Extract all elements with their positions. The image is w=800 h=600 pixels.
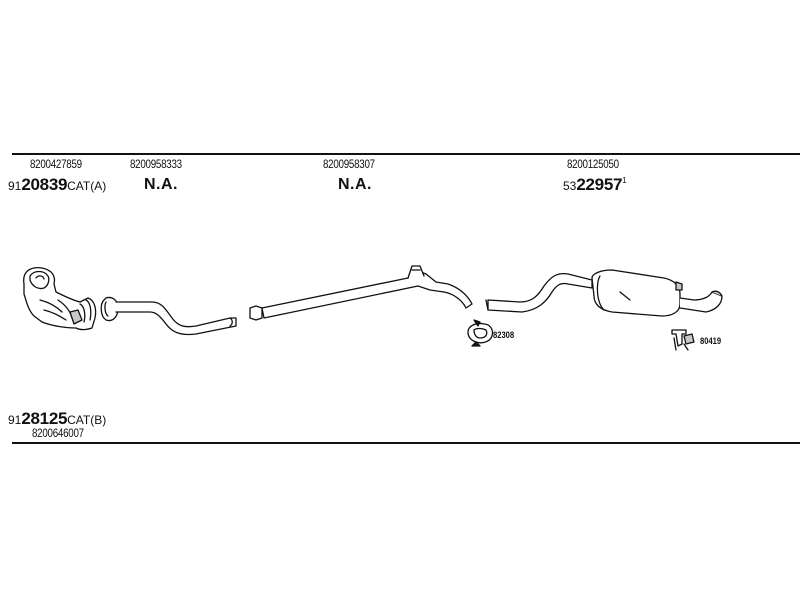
oem-number-1: 8200427859 <box>30 159 82 171</box>
part-number-1-prefix: 91 <box>8 179 22 193</box>
gasket-icon <box>467 319 494 347</box>
part-number-1-main: 20839 <box>21 175 68 194</box>
part-number-5-suffix: CAT(B) <box>67 413 107 427</box>
oem-number-2: 8200958333 <box>130 159 182 171</box>
bottom-divider-line <box>12 442 800 444</box>
part-number-4-main: 22957 <box>576 175 623 194</box>
hanger-icon <box>671 329 695 351</box>
catalytic-converter-part <box>23 266 97 331</box>
not-available-label-1: N.A. <box>144 176 178 193</box>
gasket-part-label: 82308 <box>493 330 515 341</box>
part-number-1-suffix: CAT(A) <box>67 179 107 193</box>
part-number-4-sup: 1 <box>622 176 627 185</box>
front-pipe-part <box>100 296 237 336</box>
oem-number-5: 8200646007 <box>32 428 84 440</box>
oem-number-4: 8200125050 <box>567 159 619 171</box>
not-available-label-2: N.A. <box>338 176 372 193</box>
top-divider-line <box>12 153 800 155</box>
hanger-part-label: 80419 <box>700 336 722 347</box>
part-number-5-main: 28125 <box>21 409 68 428</box>
rear-silencer-part <box>485 269 723 317</box>
part-number-5-prefix: 91 <box>8 413 22 427</box>
middle-pipe-part <box>249 265 473 321</box>
part-number-5: 9128125CAT(B) <box>8 410 106 427</box>
part-number-4-prefix: 53 <box>563 179 577 193</box>
oem-number-3: 8200958307 <box>323 159 375 171</box>
part-number-1: 9120839CAT(A) <box>8 176 106 193</box>
part-number-4: 53229571 <box>563 176 627 193</box>
